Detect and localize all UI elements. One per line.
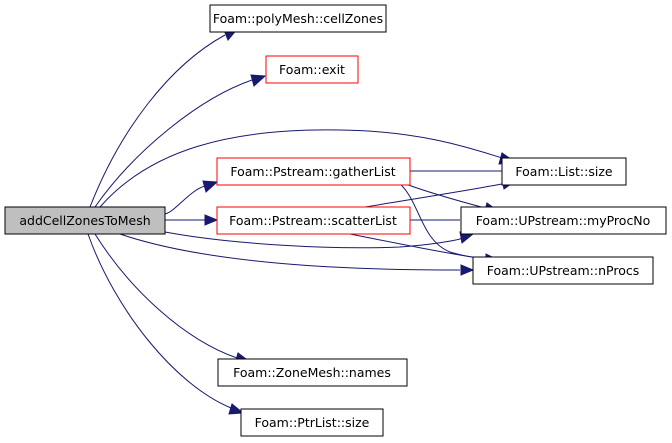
node-label: Foam::PtrList::size — [255, 415, 370, 430]
node-addCellZonesToMesh[interactable]: addCellZonesToMesh — [4, 206, 166, 235]
node-box — [240, 408, 384, 437]
node-scatterList[interactable]: Foam::Pstream::scatterList — [216, 206, 411, 235]
node-label: Foam::ZoneMesh::names — [233, 365, 391, 380]
node-box — [216, 206, 411, 235]
edge-addCellZonesToMesh-ptrListSize — [87, 233, 232, 409]
node-myProcNo[interactable]: Foam::UPstream::myProcNo — [460, 206, 667, 235]
node-label: Foam::polyMesh::cellZones — [213, 11, 383, 26]
edge-addCellZonesToMesh-nProcs — [119, 233, 461, 271]
arrow-addCellZonesToMesh-ptrListSize — [228, 403, 245, 415]
node-label: Foam::UPstream::nProcs — [487, 263, 639, 278]
nodes-layer: addCellZonesToMesh Foam::polyMesh::cellZ… — [4, 4, 667, 437]
edge-addCellZonesToMesh-exit — [94, 79, 253, 208]
node-label: Foam::Pstream::scatterList — [229, 213, 397, 228]
node-box — [209, 4, 387, 33]
node-label: Foam::List::size — [515, 164, 612, 179]
node-box — [4, 206, 166, 235]
node-box — [216, 157, 411, 186]
edge-addCellZonesToMesh-names — [94, 233, 238, 359]
edge-addCellZonesToMesh-gatherList — [164, 185, 206, 215]
node-label: Foam::UPstream::myProcNo — [476, 213, 651, 228]
node-label: addCellZonesToMesh — [19, 213, 150, 228]
arrow-addCellZonesToMesh-nProcs — [460, 264, 475, 276]
node-nProcs[interactable]: Foam::UPstream::nProcs — [472, 256, 654, 285]
node-cellZones[interactable]: Foam::polyMesh::cellZones — [209, 4, 387, 33]
edge-scatterList-listSize — [364, 183, 503, 208]
edge-addCellZonesToMesh-cellZones — [89, 34, 226, 208]
node-box — [460, 206, 667, 235]
edge-addCellZonesToMesh-myProcNo — [164, 231, 463, 249]
node-gatherList[interactable]: Foam::Pstream::gatherList — [216, 157, 411, 186]
node-names[interactable]: Foam::ZoneMesh::names — [217, 358, 408, 387]
arrow-addCellZonesToMesh-exit — [250, 74, 267, 87]
edge-addCellZonesToMesh-listSize — [99, 129, 503, 208]
node-box — [501, 157, 627, 186]
arrow-addCellZonesToMesh-gatherList — [202, 180, 219, 193]
node-ptrListSize[interactable]: Foam::PtrList::size — [240, 408, 384, 437]
node-box — [265, 55, 359, 84]
node-listSize[interactable]: Foam::List::size — [501, 157, 627, 186]
arrow-addCellZonesToMesh-scatterList — [204, 214, 219, 226]
node-label: Foam::Pstream::gatherList — [230, 164, 395, 179]
node-box — [472, 256, 654, 285]
node-exit[interactable]: Foam::exit — [265, 55, 359, 84]
node-box — [217, 358, 408, 387]
node-label: Foam::exit — [279, 62, 345, 77]
